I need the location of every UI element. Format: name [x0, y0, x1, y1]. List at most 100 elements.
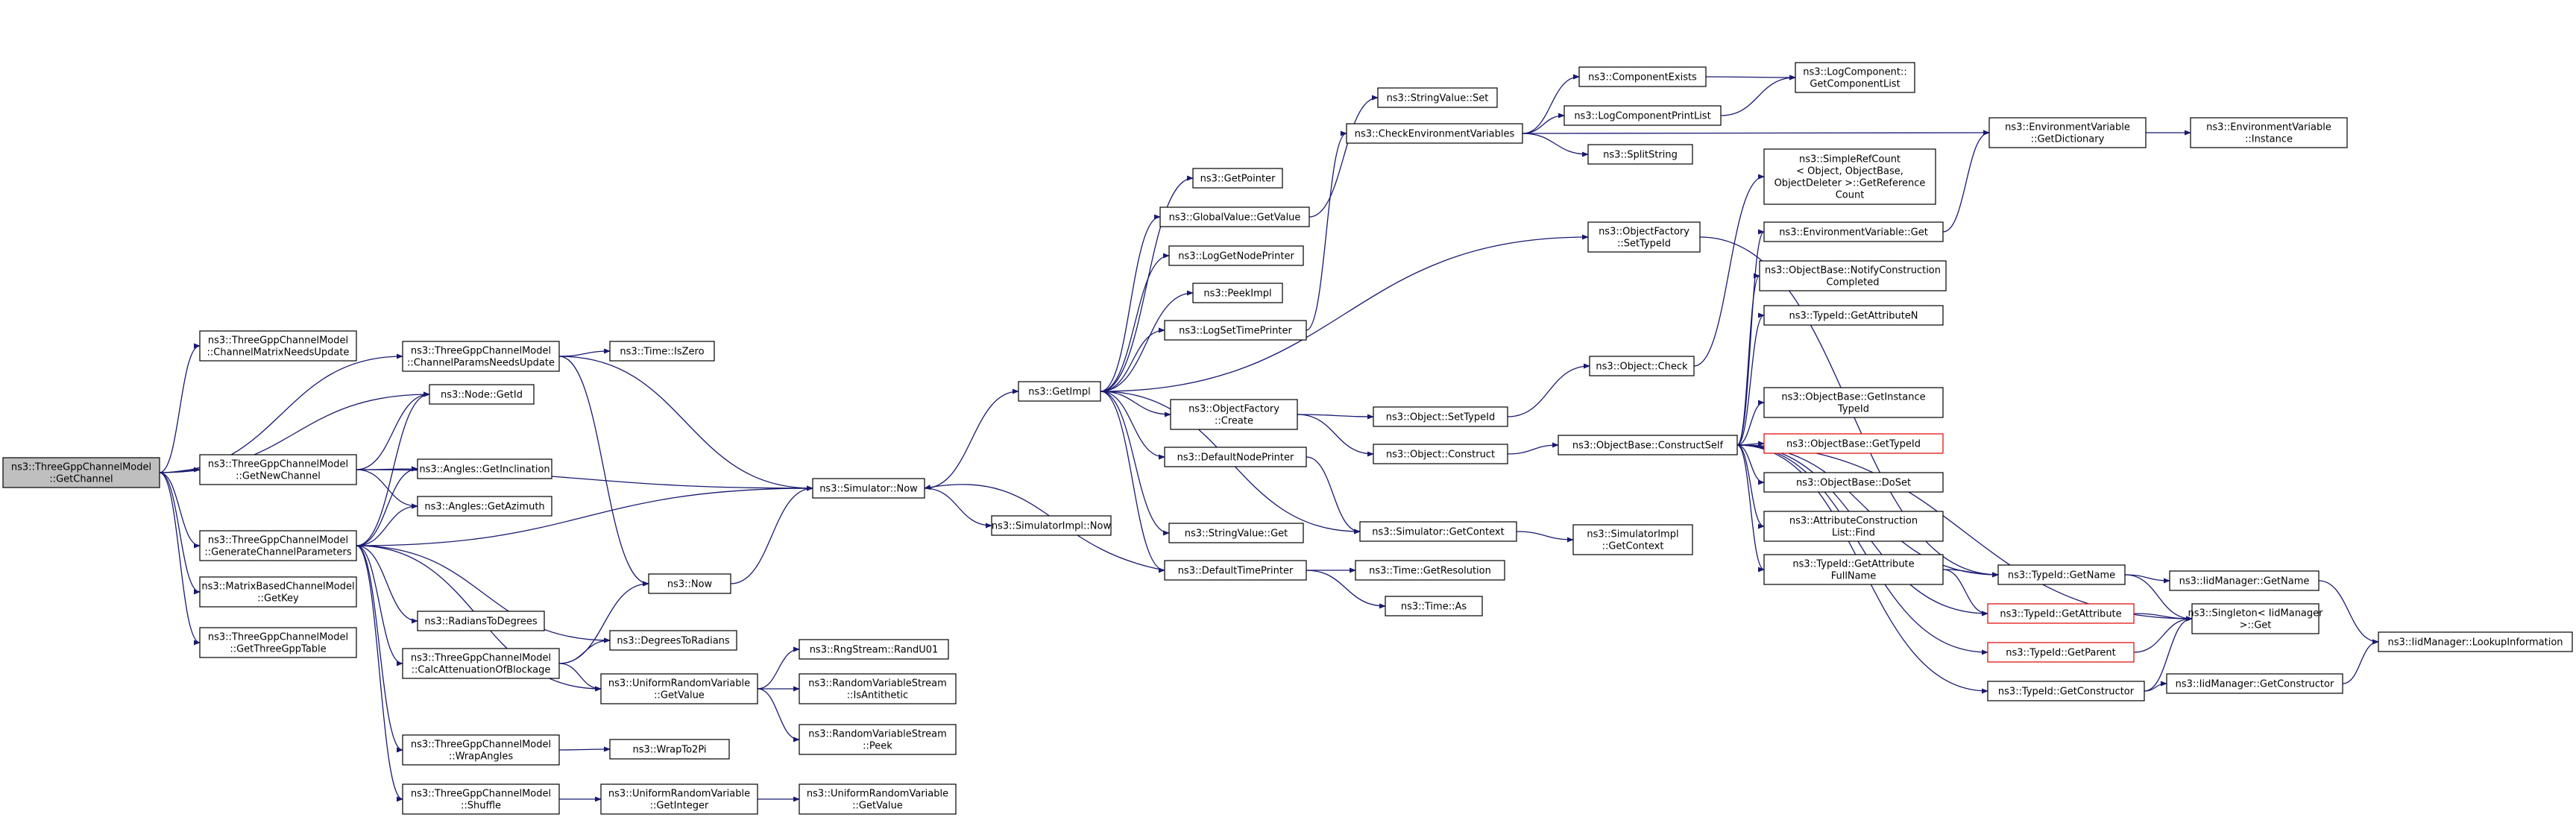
node-simplerefcount[interactable]: ns3::SimpleRefCount< Object, ObjectBase,…	[1763, 148, 1936, 205]
node-iidgetctor[interactable]: ns3::IidManager::GetConstructor	[2166, 673, 2343, 694]
edge-objsettypeid-to-objcheck	[1507, 363, 1590, 417]
node-now[interactable]: ns3::Now	[648, 573, 731, 594]
edge-checkenv-to-logcompprint	[1522, 113, 1565, 134]
node-label-line: ns3::Time::GetResolution	[1369, 566, 1491, 577]
node-getimpl[interactable]: ns3::GetImpl	[1018, 381, 1101, 402]
node-objcheck[interactable]: ns3::Object::Check	[1589, 356, 1695, 376]
node-tidgetctor[interactable]: ns3::TypeId::GetConstructor	[1987, 681, 2145, 701]
node-tidgetattrn[interactable]: ns3::TypeId::GetAttributeN	[1763, 305, 1944, 326]
node-box	[1987, 603, 2135, 624]
node-label-line: ::GetChannel	[49, 474, 113, 485]
node-getpointer[interactable]: ns3::GetPointer	[1192, 168, 1283, 189]
node-objsettypeid[interactable]: ns3::Object::SetTypeId	[1373, 406, 1508, 427]
node-wrapangles[interactable]: ns3::ThreeGppChannelModel::WrapAngles	[402, 734, 560, 766]
node-peek[interactable]: ns3::RandomVariableStream::Peek	[799, 724, 957, 755]
node-calcatt[interactable]: ns3::ThreeGppChannelModel::CalcAttenuati…	[402, 648, 560, 679]
node-obdoset[interactable]: ns3::ObjectBase::DoSet	[1763, 472, 1944, 493]
node-getnewchannel[interactable]: ns3::ThreeGppChannelModel::GetNewChannel	[199, 454, 357, 485]
node-tidgetname[interactable]: ns3::TypeId::GetName	[1997, 564, 2126, 585]
node-label-line: FullName	[1831, 571, 1877, 582]
node-label-line: ns3::ObjectBase::NotifyConstruction	[1765, 265, 1941, 277]
node-logcompgetlist[interactable]: ns3::LogComponent::GetComponentList	[1795, 62, 1915, 93]
node-rad2deg[interactable]: ns3::RadiansToDegrees	[417, 611, 545, 631]
node-obnotify[interactable]: ns3::ObjectBase::NotifyConstructionCompl…	[1759, 260, 1947, 291]
node-label-line: ::WrapAngles	[449, 751, 514, 763]
node-shuffle[interactable]: ns3::ThreeGppChannelModel::Shuffle	[402, 783, 560, 815]
node-get3gpptable[interactable]: ns3::ThreeGppChannelModel::GetThreeGppTa…	[199, 627, 357, 658]
node-tidgetparent[interactable]: ns3::TypeId::GetParent	[1987, 642, 2135, 663]
node-box	[199, 627, 357, 658]
node-gencp[interactable]: ns3::ThreeGppChannelModel::GenerateChann…	[199, 530, 357, 561]
edge-ofcreate-to-objsettypeid	[1297, 414, 1374, 420]
node-box	[1159, 206, 1310, 227]
node-iidgetname[interactable]: ns3::IidManager::GetName	[2169, 570, 2320, 591]
node-singletonget[interactable]: ns3::Singleton< IidManager >::Get	[2188, 603, 2323, 634]
node-compexists[interactable]: ns3::ComponentExists	[1578, 66, 1707, 87]
node-box	[1578, 66, 1707, 87]
node-box	[1587, 221, 1701, 253]
node-objconstruct[interactable]: ns3::Object::Construct	[1373, 444, 1508, 464]
node-urvgetvalue[interactable]: ns3::UniformRandomVariable::GetValue	[600, 673, 758, 704]
node-isanti[interactable]: ns3::RandomVariableStream::IsAntithetic	[799, 673, 957, 704]
node-svset[interactable]: ns3::StringValue::Set	[1377, 87, 1498, 108]
node-simnow[interactable]: ns3::Simulator::Now	[812, 478, 925, 499]
node-iidlookup[interactable]: ns3::IidManager::LookupInformation	[2378, 631, 2573, 652]
edge-deftimeprinter-to-simnow	[924, 484, 1165, 571]
node-ofcreate[interactable]: ns3::ObjectFactory::Create	[1170, 399, 1298, 430]
node-svget[interactable]: ns3::StringValue::Get	[1168, 523, 1304, 543]
node-obgettypeid[interactable]: ns3::ObjectBase::GetTypeId	[1763, 433, 1944, 454]
node-simimplgetcontext[interactable]: ns3::SimulatorImpl::GetContext	[1572, 524, 1693, 555]
node-box	[991, 515, 1112, 536]
node-urvgetvalue2[interactable]: ns3::UniformRandomVariable::GetValue	[799, 783, 957, 815]
node-box	[199, 330, 357, 362]
node-defnodeprinter[interactable]: ns3::DefaultNodePrinter	[1164, 447, 1307, 467]
node-getazim[interactable]: ns3::Angles::GetAzimuth	[417, 496, 552, 517]
edge-simgetcontext-to-simimplgetcontext	[1516, 531, 1574, 543]
node-label-line: ns3::LogGetNodePrinter	[1178, 251, 1294, 262]
node-ofsettypeid[interactable]: ns3::ObjectFactory::SetTypeId	[1587, 221, 1701, 253]
node-obconstructself[interactable]: ns3::ObjectBase::ConstructSelf	[1558, 435, 1738, 455]
node-peekimpl[interactable]: ns3::PeekImpl	[1192, 283, 1283, 303]
node-label-line: ns3::UniformRandomVariable	[608, 789, 750, 800]
node-label-line: ns3::ThreeGppChannelModel	[411, 739, 551, 751]
node-wrapto2pi[interactable]: ns3::WrapTo2Pi	[609, 739, 730, 760]
node-timegetres[interactable]: ns3::Time::GetResolution	[1355, 560, 1505, 581]
node-getincl[interactable]: ns3::Angles::GetInclination	[417, 458, 552, 479]
node-deftimeprinter[interactable]: ns3::DefaultTimePrinter	[1164, 560, 1307, 581]
node-box	[1168, 245, 1304, 266]
node-timeas[interactable]: ns3::Time::As	[1385, 596, 1483, 616]
node-label-line: List::Find	[1832, 528, 1875, 539]
node-simgetcontext[interactable]: ns3::Simulator::GetContext	[1359, 521, 1517, 542]
node-logcompprint[interactable]: ns3::LogComponentPrintList	[1563, 105, 1722, 126]
node-randu01[interactable]: ns3::RngStream::RandU01	[799, 639, 949, 660]
edge-gencp-to-calcatt	[356, 545, 403, 666]
edge-gvgetvalue-to-svset	[1309, 95, 1379, 218]
node-cmnu[interactable]: ns3::ThreeGppChannelModel::ChannelMatrix…	[199, 330, 357, 362]
node-tidgetattr[interactable]: ns3::TypeId::GetAttribute	[1987, 603, 2135, 624]
node-box	[2190, 117, 2348, 148]
node-label-line: ns3::Angles::GetInclination	[419, 464, 549, 476]
node-urvgetint[interactable]: ns3::UniformRandomVariable::GetInteger	[600, 783, 758, 815]
node-nodegetid[interactable]: ns3::Node::GetId	[429, 384, 535, 405]
node-box	[2169, 570, 2320, 591]
node-checkenv[interactable]: ns3::CheckEnvironmentVariables	[1346, 123, 1523, 144]
node-envget[interactable]: ns3::EnvironmentVariable::Get	[1763, 221, 1944, 242]
node-box	[1987, 642, 2135, 663]
node-label-line: ns3::SimpleRefCount	[1799, 154, 1900, 165]
node-logsettimeprinter[interactable]: ns3::LogSetTimePrinter	[1164, 320, 1307, 341]
node-getchannel[interactable]: ns3::ThreeGppChannelModel::GetChannel	[2, 457, 160, 488]
node-deg2rad[interactable]: ns3::DegreesToRadians	[609, 630, 737, 651]
node-timeiszero[interactable]: ns3::Time::IsZero	[609, 341, 715, 362]
node-envinstance[interactable]: ns3::EnvironmentVariable::Instance	[2190, 117, 2348, 148]
node-gvgetvalue[interactable]: ns3::GlobalValue::GetValue	[1159, 206, 1310, 227]
node-cpnu[interactable]: ns3::ThreeGppChannelModel::ChannelParams…	[402, 341, 560, 372]
node-lognodeprinter[interactable]: ns3::LogGetNodePrinter	[1168, 245, 1304, 266]
node-envgetdict[interactable]: ns3::EnvironmentVariable::GetDictionary	[1988, 117, 2147, 148]
node-simimplnow[interactable]: ns3::SimulatorImpl::Now	[991, 515, 1112, 536]
node-splitstring[interactable]: ns3::SplitString	[1587, 144, 1693, 165]
node-mbgetkey[interactable]: ns3::MatrixBasedChannelModel::GetKey	[199, 576, 357, 608]
edge-tidgetattrfull-to-tidgetattr	[1942, 569, 1988, 616]
